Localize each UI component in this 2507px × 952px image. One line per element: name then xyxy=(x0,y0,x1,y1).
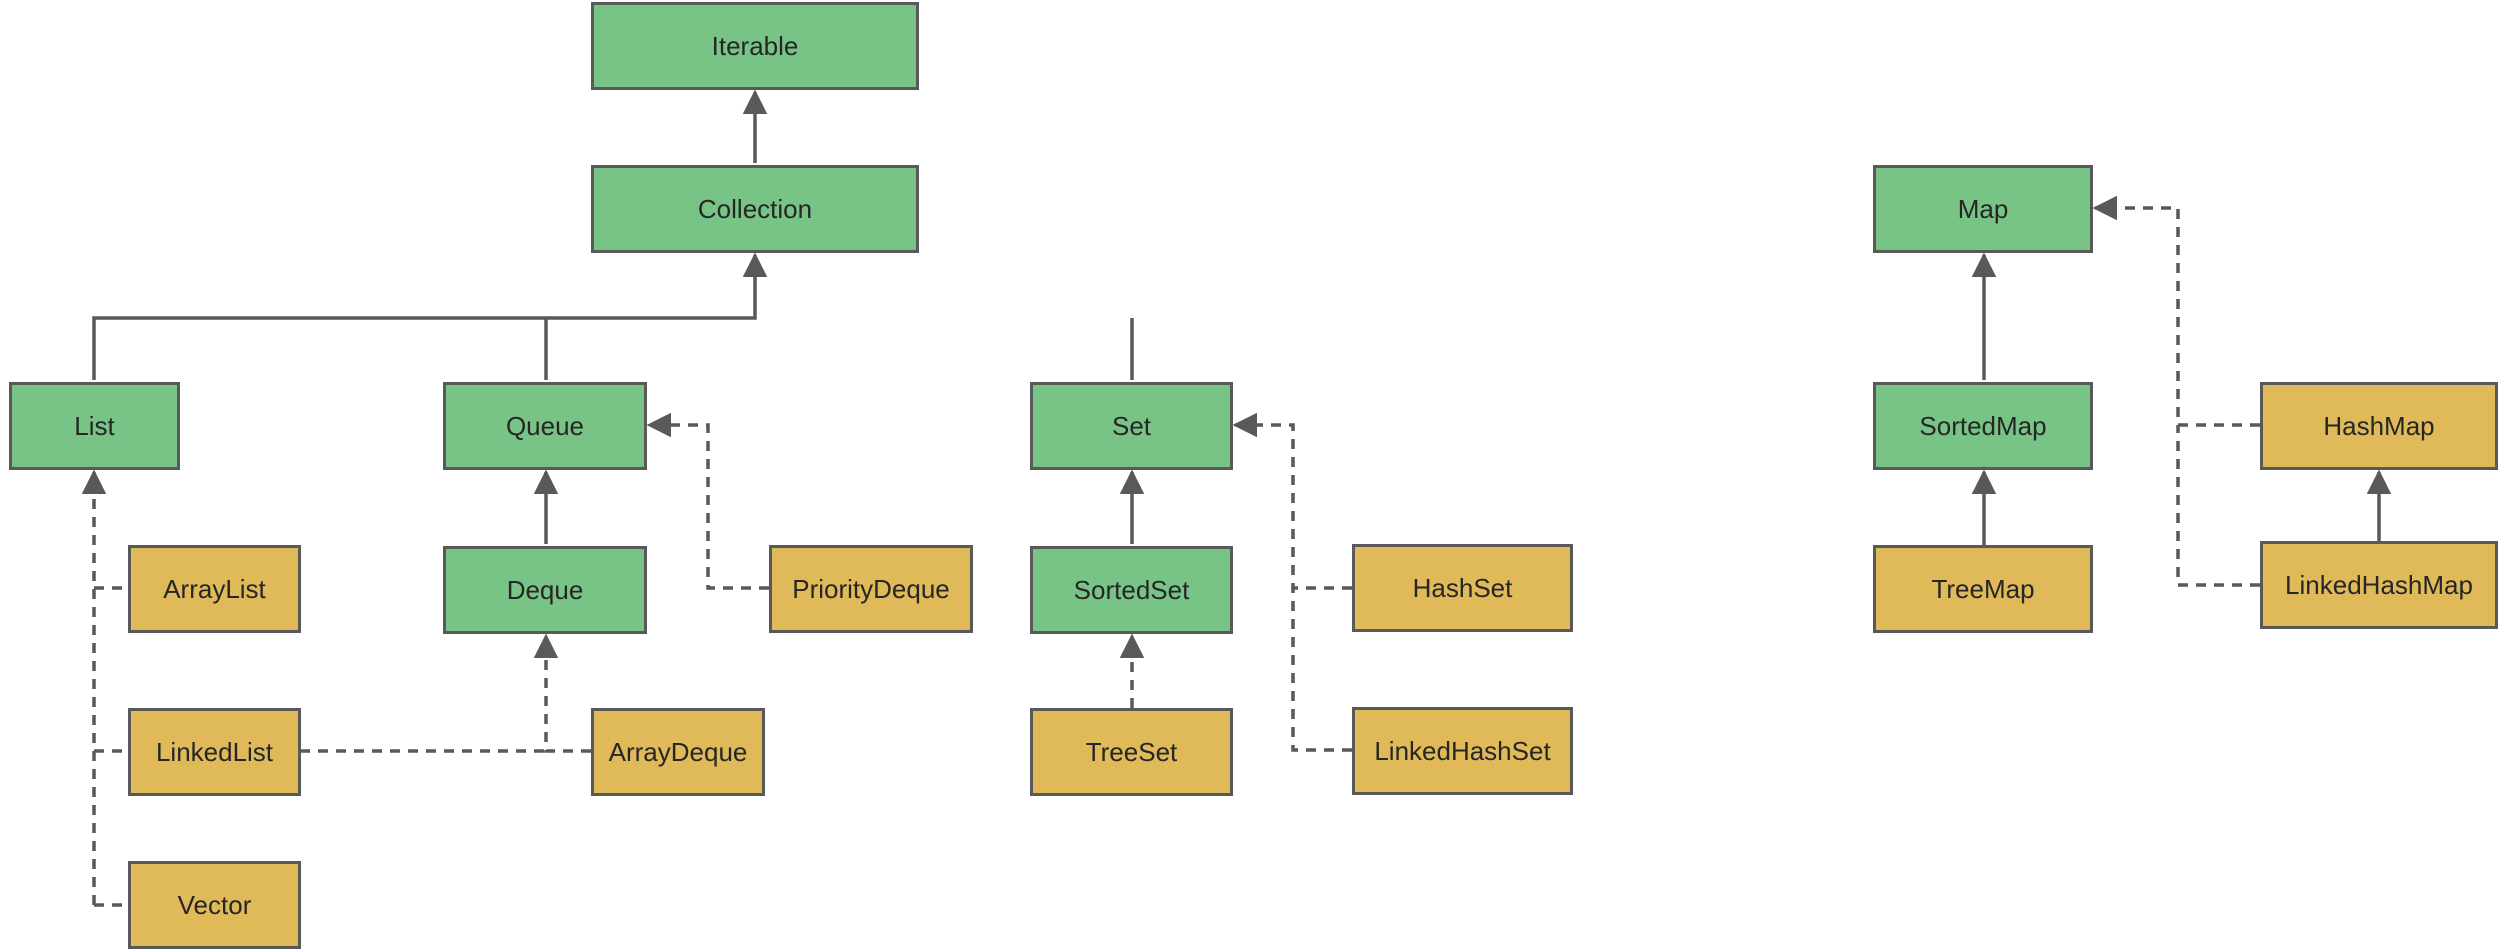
node-hashset: HashSet xyxy=(1352,544,1573,632)
node-vector: Vector xyxy=(128,861,301,949)
node-linkedhashset: LinkedHashSet xyxy=(1352,707,1573,795)
node-label: TreeSet xyxy=(1085,736,1178,767)
node-label: TreeMap xyxy=(1931,573,2035,604)
node-linkedhashmap: LinkedHashMap xyxy=(2260,541,2498,629)
node-label: PriorityDeque xyxy=(792,573,950,604)
node-treeset: TreeSet xyxy=(1030,708,1233,796)
node-arraylist: ArrayList xyxy=(128,545,301,633)
edge-priorityqueue-queue xyxy=(646,412,769,590)
node-label: LinkedHashSet xyxy=(1374,735,1551,766)
edge-hashset-set xyxy=(1232,412,1352,590)
node-queue: Queue xyxy=(443,382,647,470)
node-sortedset: SortedSet xyxy=(1030,546,1233,634)
node-deque: Deque xyxy=(443,546,647,634)
node-arraydeque: ArrayDeque xyxy=(591,708,765,796)
node-label: LinkedHashMap xyxy=(2285,569,2473,600)
edge-arraydeque-deque xyxy=(533,633,591,753)
node-label: LinkedList xyxy=(155,736,274,767)
edge-linkedhashmap-map xyxy=(2176,425,2260,587)
node-list: List xyxy=(9,382,180,470)
node-label: SortedMap xyxy=(1919,410,2047,441)
node-label: Vector xyxy=(177,889,252,920)
node-linkedlist: LinkedList xyxy=(128,708,301,796)
node-iterable: Iterable xyxy=(591,2,919,90)
node-collection: Collection xyxy=(591,165,919,253)
node-map: Map xyxy=(1873,165,2093,253)
node-label: Iterable xyxy=(711,30,799,61)
node-priorityqueue: PriorityDeque xyxy=(769,545,973,633)
node-set: Set xyxy=(1030,382,1233,470)
node-label: Map xyxy=(1957,193,2009,224)
node-label: HashMap xyxy=(2323,410,2435,441)
node-label: ArrayList xyxy=(163,573,266,604)
edge-list-collection xyxy=(92,252,768,380)
node-label: Collection xyxy=(697,193,813,224)
node-label: List xyxy=(74,410,115,441)
node-label: Deque xyxy=(506,574,584,605)
node-label: HashSet xyxy=(1412,572,1513,603)
node-hashmap: HashMap xyxy=(2260,382,2498,470)
edge-linkedhashset-set xyxy=(1291,588,1352,752)
node-label: SortedSet xyxy=(1073,574,1190,605)
node-treemap: TreeMap xyxy=(1873,545,2093,633)
node-label: Set xyxy=(1111,410,1152,441)
node-label: Queue xyxy=(505,410,585,441)
node-sortedmap: SortedMap xyxy=(1873,382,2093,470)
edge-hashmap-map xyxy=(2092,195,2260,427)
node-label: ArrayDeque xyxy=(608,736,748,767)
